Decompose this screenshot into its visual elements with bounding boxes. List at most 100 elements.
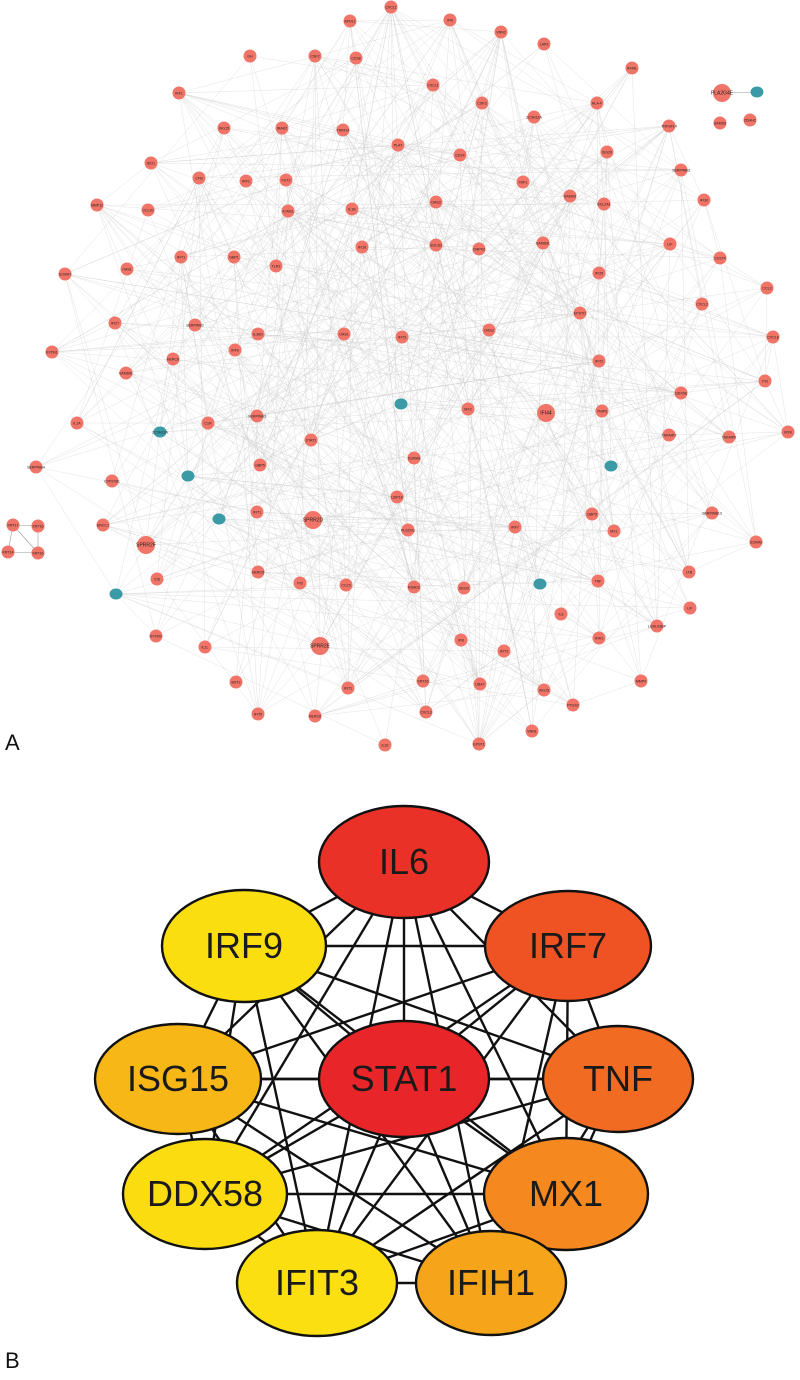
- node-label: EPSTI1: [574, 311, 586, 315]
- edge: [413, 457, 658, 627]
- network-node: IFIT3: [395, 330, 409, 344]
- edge: [156, 181, 524, 580]
- edge: [413, 586, 545, 691]
- edge: [234, 349, 301, 584]
- edge: [233, 256, 349, 689]
- edge: [64, 273, 157, 637]
- node-circle: [390, 490, 404, 504]
- node-circle: [592, 631, 606, 645]
- node-circle: [153, 426, 167, 438]
- network-node: IRF1: [172, 86, 186, 100]
- edge: [349, 20, 571, 197]
- edge: [579, 125, 670, 314]
- edge: [413, 457, 481, 685]
- edge: [115, 593, 349, 689]
- node-circle: [308, 49, 322, 63]
- edge: [668, 125, 705, 201]
- network-node: TNF: [591, 574, 605, 588]
- edge: [76, 422, 462, 641]
- edge: [613, 336, 774, 532]
- network-node: CCL20: [141, 203, 155, 217]
- network-node: MMP12: [90, 198, 104, 212]
- node-circle: [713, 84, 731, 102]
- edge: [257, 243, 671, 335]
- edge: [249, 55, 321, 647]
- node-circle: [250, 505, 264, 519]
- network-node: CCL5: [339, 578, 353, 592]
- edge: [150, 162, 682, 171]
- network-node: PLAT: [391, 138, 405, 152]
- edge: [467, 243, 671, 410]
- network-node: IFIT2: [592, 354, 606, 368]
- node-circle: [192, 171, 206, 185]
- edge: [400, 403, 409, 531]
- edge: [413, 242, 544, 588]
- edge: [145, 464, 261, 546]
- node-circle: [70, 416, 84, 430]
- edge: [299, 329, 490, 584]
- edge: [397, 144, 658, 627]
- network-node: [533, 578, 547, 590]
- network-node: ERCC1: [96, 518, 110, 532]
- edge: [488, 329, 600, 362]
- edge: [285, 179, 599, 582]
- node-label: CXCL1: [427, 83, 439, 87]
- edge: [172, 358, 427, 713]
- edge: [413, 19, 451, 588]
- edge: [180, 256, 209, 424]
- network-node: HERC6: [308, 709, 322, 723]
- network-node: S100A7: [58, 267, 72, 281]
- edge: [145, 526, 516, 546]
- edge: [115, 593, 600, 639]
- edge: [223, 127, 461, 156]
- edge: [155, 127, 283, 637]
- edge: [218, 287, 768, 520]
- node-label: APOL1: [344, 19, 356, 23]
- network-node: UBA7: [473, 677, 487, 691]
- gene-node-ddx58: DDX58: [121, 1137, 289, 1251]
- network-node: MX1: [607, 524, 621, 538]
- node-circle: [527, 110, 541, 124]
- network-node: PTGS2: [566, 698, 580, 712]
- node-circle: [533, 578, 547, 590]
- edge: [390, 6, 721, 259]
- edge: [281, 127, 481, 685]
- edge: [204, 19, 451, 648]
- edge: [312, 431, 789, 521]
- edge: [503, 199, 705, 652]
- edge: [579, 312, 766, 382]
- edge: [601, 336, 774, 412]
- node-label: SOCS3: [430, 243, 442, 247]
- edge: [397, 144, 469, 410]
- node-circle: [591, 574, 605, 588]
- node-label: SERPINB3: [248, 414, 266, 418]
- network-node: IFITM3: [149, 629, 163, 643]
- node-ellipse: [121, 1137, 289, 1251]
- node-circle: [339, 578, 353, 592]
- edge: [256, 415, 481, 685]
- network-node: TNFAIP3: [662, 428, 676, 442]
- edge: [342, 129, 730, 438]
- edge: [299, 169, 682, 584]
- node-ellipse: [93, 1022, 263, 1136]
- edge: [342, 129, 615, 532]
- edge: [223, 127, 415, 588]
- node-circle: [378, 738, 392, 752]
- edge: [361, 246, 721, 259]
- node-label: IFIT5: [254, 712, 262, 716]
- edge: [598, 272, 690, 573]
- edge: [155, 439, 312, 637]
- edge: [172, 210, 289, 360]
- network-node: CIS: [150, 572, 164, 586]
- node-circle: [590, 96, 604, 110]
- node-circle: [760, 281, 774, 295]
- edge: [51, 351, 682, 394]
- network-node: [750, 86, 764, 98]
- edge: [64, 273, 574, 706]
- edge: [198, 169, 682, 179]
- edge: [397, 144, 600, 362]
- node-circle: [475, 96, 489, 110]
- edge: [463, 512, 713, 589]
- edge: [569, 195, 615, 532]
- edge: [234, 349, 533, 732]
